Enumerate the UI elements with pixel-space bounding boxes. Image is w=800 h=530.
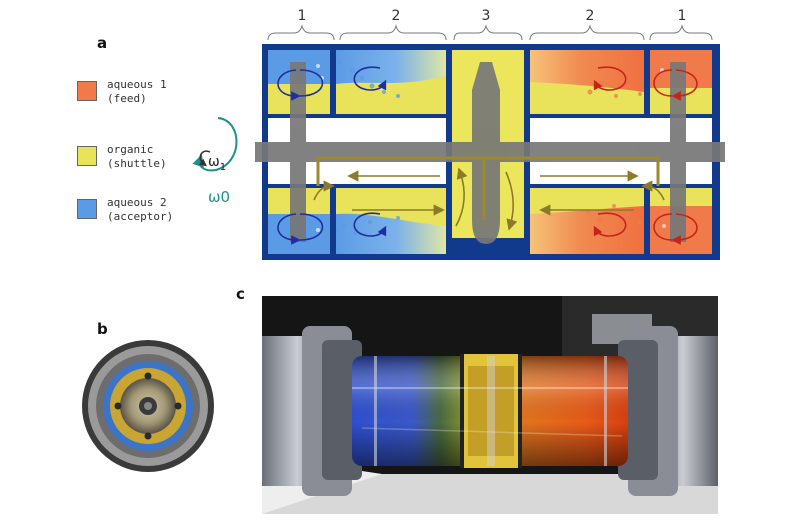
legend-swatch-organic (77, 146, 97, 166)
rotation-indicator: ω1 ω0 (192, 117, 238, 206)
omega1-label: ω1 (208, 154, 226, 173)
vortex-arrows-blue (277, 66, 387, 245)
legend-swatch-aqueous-1 (77, 81, 97, 101)
legend-swatch-aqueous-2 (77, 199, 97, 219)
centrifuge-schematic: 1 2 3 2 1 (255, 8, 725, 260)
panel-label-c: c (236, 285, 245, 303)
organic-flow-arrows (313, 167, 665, 231)
section-number-1-left: 1 (298, 8, 307, 24)
section-number-2-left: 2 (392, 8, 401, 24)
section-number-3: 3 (482, 8, 491, 24)
rotor-end-view-photo (80, 338, 216, 474)
organic-channel (316, 156, 660, 220)
rotation-arrow-omega1 (198, 150, 211, 167)
centrifuge-device-photo (262, 296, 718, 514)
legend-label-aqueous-1: aqueous 1(feed) (107, 78, 167, 105)
section-brackets (267, 24, 713, 41)
chamber-dividers (262, 44, 720, 260)
legend-label-organic: organic(shuttle) (107, 143, 167, 170)
vortex-arrows-red (593, 66, 698, 245)
section-number-2-right: 2 (586, 8, 595, 24)
dispersion-dots (316, 59, 666, 235)
omega0-label: ω0 (208, 188, 230, 206)
section-number-1-right: 1 (678, 8, 687, 24)
legend-label-aqueous-2: aqueous 2(acceptor) (107, 196, 174, 223)
panel-label-a: a (97, 34, 108, 52)
panel-label-b: b (97, 320, 108, 338)
